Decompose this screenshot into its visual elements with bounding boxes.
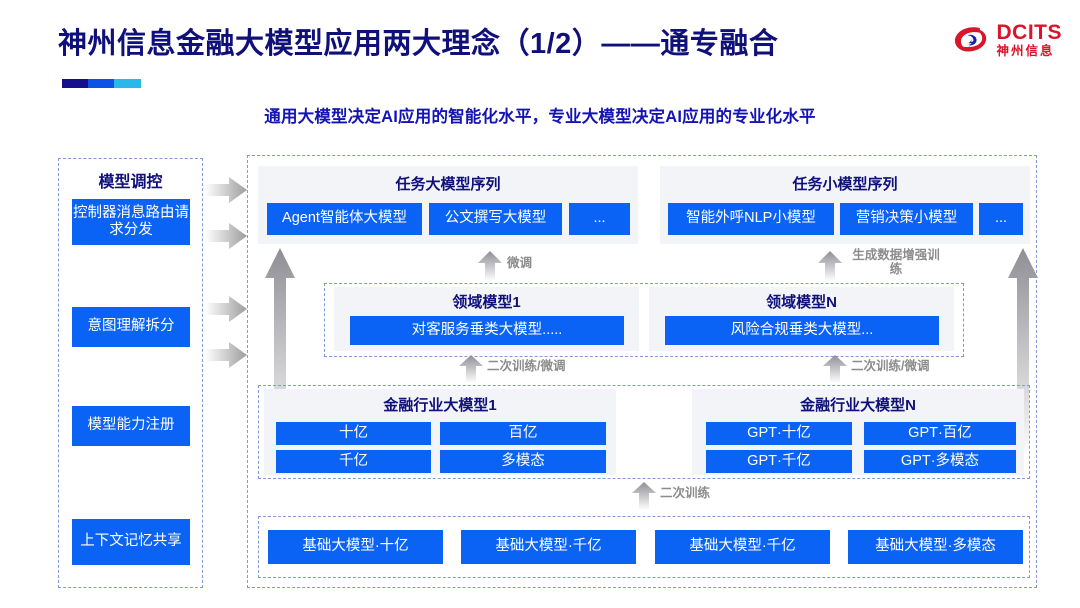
domain-item-1[interactable]: 对客服务垂类大模型..... [350, 316, 624, 345]
accent-segment-2 [88, 79, 114, 88]
industry-2-item-3[interactable]: GPT·多模态 [864, 450, 1016, 473]
industry-title-2: 金融行业大模型N [800, 397, 916, 414]
task-small-item-0[interactable]: 智能外呼NLP小模型 [668, 203, 834, 235]
foundation-item-3[interactable]: 基础大模型·多模态 [848, 530, 1023, 564]
flow-arrow-up-retrain-center [632, 482, 656, 510]
flow-arrow-up-left-tall [265, 248, 295, 460]
industry-1-item-0[interactable]: 十亿 [276, 422, 431, 445]
flow-arrow-up-retrain-left [459, 355, 483, 383]
flow-arrow-up-retrain-right [823, 355, 847, 383]
sidebar-item-controller-routing[interactable]: 控制器消息路由请求分发 [72, 199, 190, 245]
industry-2-item-1[interactable]: GPT·百亿 [864, 422, 1016, 445]
page-title: 神州信息金融大模型应用两大理念（1/2）——通专融合 [58, 28, 779, 60]
dcits-swirl-icon [954, 27, 986, 52]
arrow-label-retrain-finetune-left: 二次训练/微调 [487, 359, 566, 373]
sidebar-frame [58, 158, 203, 588]
task-large-item-2[interactable]: ... [569, 203, 630, 235]
company-logo: DCITS 神州信息 [951, 20, 1063, 60]
sidebar-item-intent-parsing[interactable]: 意图理解拆分 [72, 307, 190, 347]
industry-2-item-0[interactable]: GPT·十亿 [706, 422, 852, 445]
arrow-label-retrain-finetune-right: 二次训练/微调 [851, 359, 930, 373]
architecture-frame [247, 155, 1037, 588]
accent-bar [62, 79, 141, 88]
flow-arrow-right-2 [205, 223, 247, 249]
task-small-title: 任务小模型序列 [792, 176, 898, 193]
flow-arrow-right-3 [205, 296, 247, 322]
domain-title-1: 领域模型1 [452, 294, 521, 311]
industry-1-item-2[interactable]: 千亿 [276, 450, 431, 473]
flow-arrow-right-1 [205, 177, 247, 203]
domain-item-2[interactable]: 风险合规垂类大模型... [665, 316, 939, 345]
industry-layer-frame [258, 385, 1030, 479]
sidebar-item-capability-registry[interactable]: 模型能力注册 [72, 406, 190, 446]
flow-arrow-up-data-aug [818, 251, 842, 281]
foundation-item-2[interactable]: 基础大模型·千亿 [655, 530, 830, 564]
foundation-item-0[interactable]: 基础大模型·十亿 [268, 530, 443, 564]
industry-2-item-2[interactable]: GPT·千亿 [706, 450, 852, 473]
sidebar-item-context-memory[interactable]: 上下文记忆共享 [72, 519, 190, 565]
foundation-item-1[interactable]: 基础大模型·千亿 [461, 530, 636, 564]
task-small-item-2[interactable]: ... [979, 203, 1023, 235]
page-subtitle: 通用大模型决定AI应用的智能化水平，专业大模型决定AI应用的专业化水平 [264, 108, 816, 126]
sidebar-title: 模型调控 [98, 174, 163, 191]
accent-segment-1 [62, 79, 88, 88]
flow-arrow-right-4 [205, 342, 247, 368]
arrow-label-finetune: 微调 [507, 256, 533, 270]
task-small-item-1[interactable]: 营销决策小模型 [840, 203, 973, 235]
industry-1-item-3[interactable]: 多模态 [440, 450, 606, 473]
domain-layer-frame [324, 283, 964, 357]
task-large-item-1[interactable]: 公文撰写大模型 [429, 203, 562, 235]
arrow-label-data-augmentation: 生成数据增强训练 [852, 248, 940, 277]
logo-cn-text: 神州信息 [996, 44, 1055, 59]
logo-en-text: DCITS [996, 21, 1062, 45]
task-large-title: 任务大模型序列 [395, 176, 501, 193]
accent-segment-3 [114, 79, 141, 88]
flow-arrow-up-finetune [478, 251, 502, 281]
task-large-item-0[interactable]: Agent智能体大模型 [267, 203, 422, 235]
industry-title-1: 金融行业大模型1 [383, 397, 497, 414]
foundation-layer-frame [258, 516, 1030, 578]
flow-arrow-up-right-tall [1008, 248, 1038, 460]
industry-1-item-1[interactable]: 百亿 [440, 422, 606, 445]
domain-title-2: 领域模型N [766, 294, 837, 311]
arrow-label-retrain: 二次训练 [660, 486, 711, 500]
